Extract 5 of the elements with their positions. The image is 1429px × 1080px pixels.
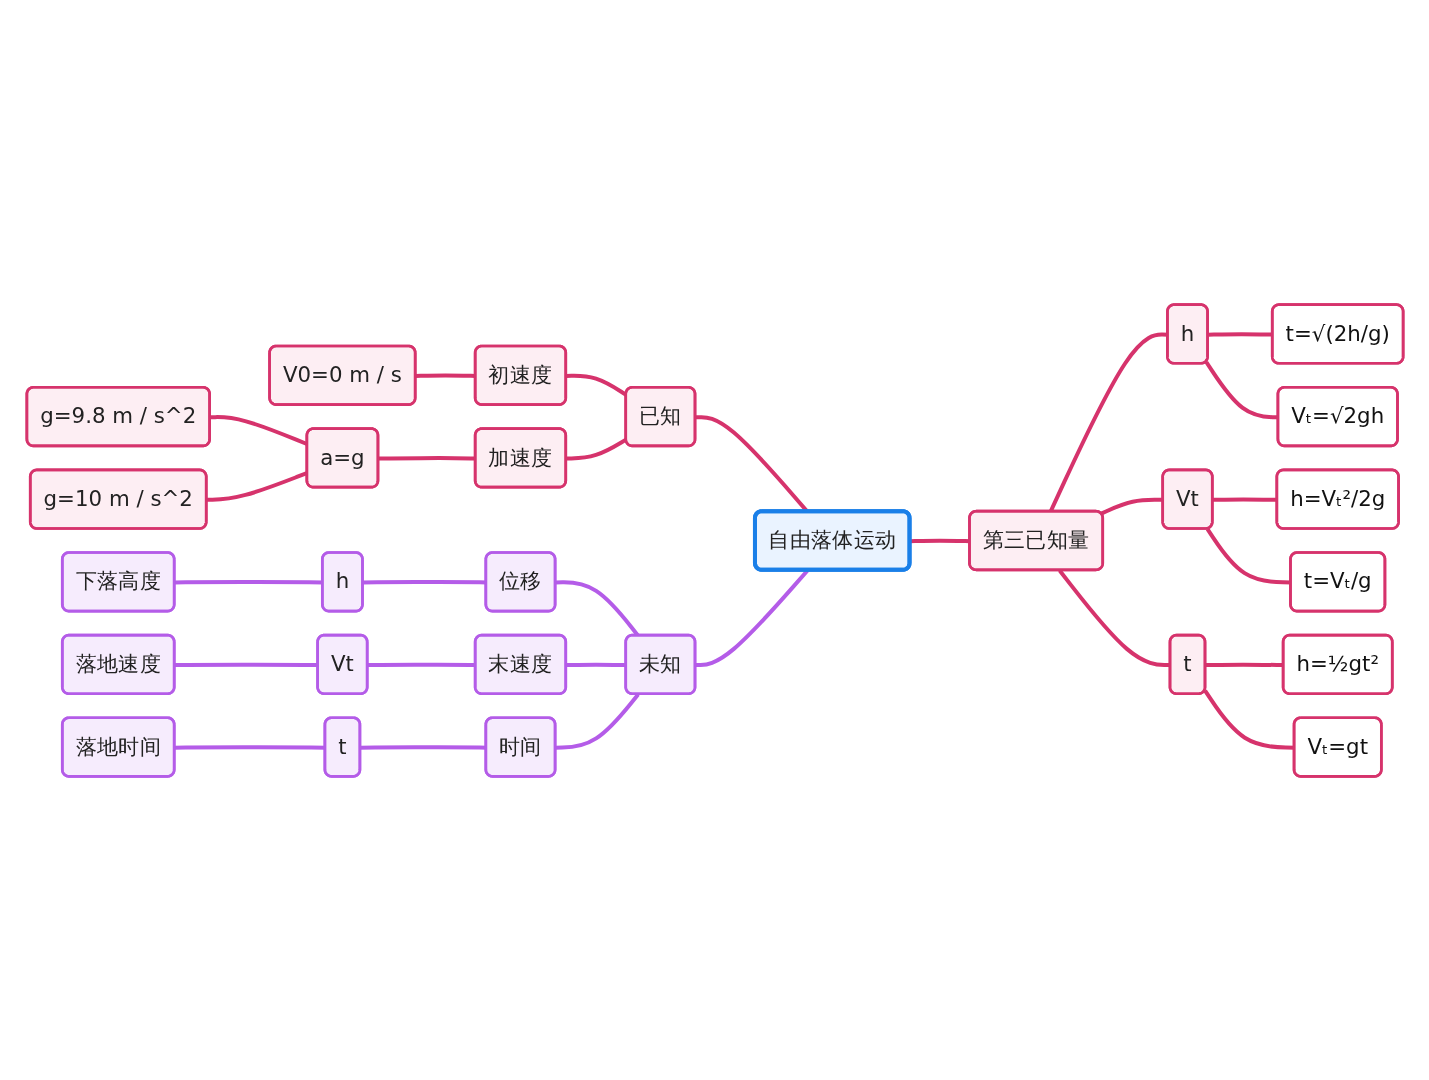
connector — [1099, 497, 1163, 515]
connector — [565, 662, 626, 667]
connector — [360, 744, 486, 750]
connector — [174, 662, 318, 667]
connector — [565, 437, 627, 461]
